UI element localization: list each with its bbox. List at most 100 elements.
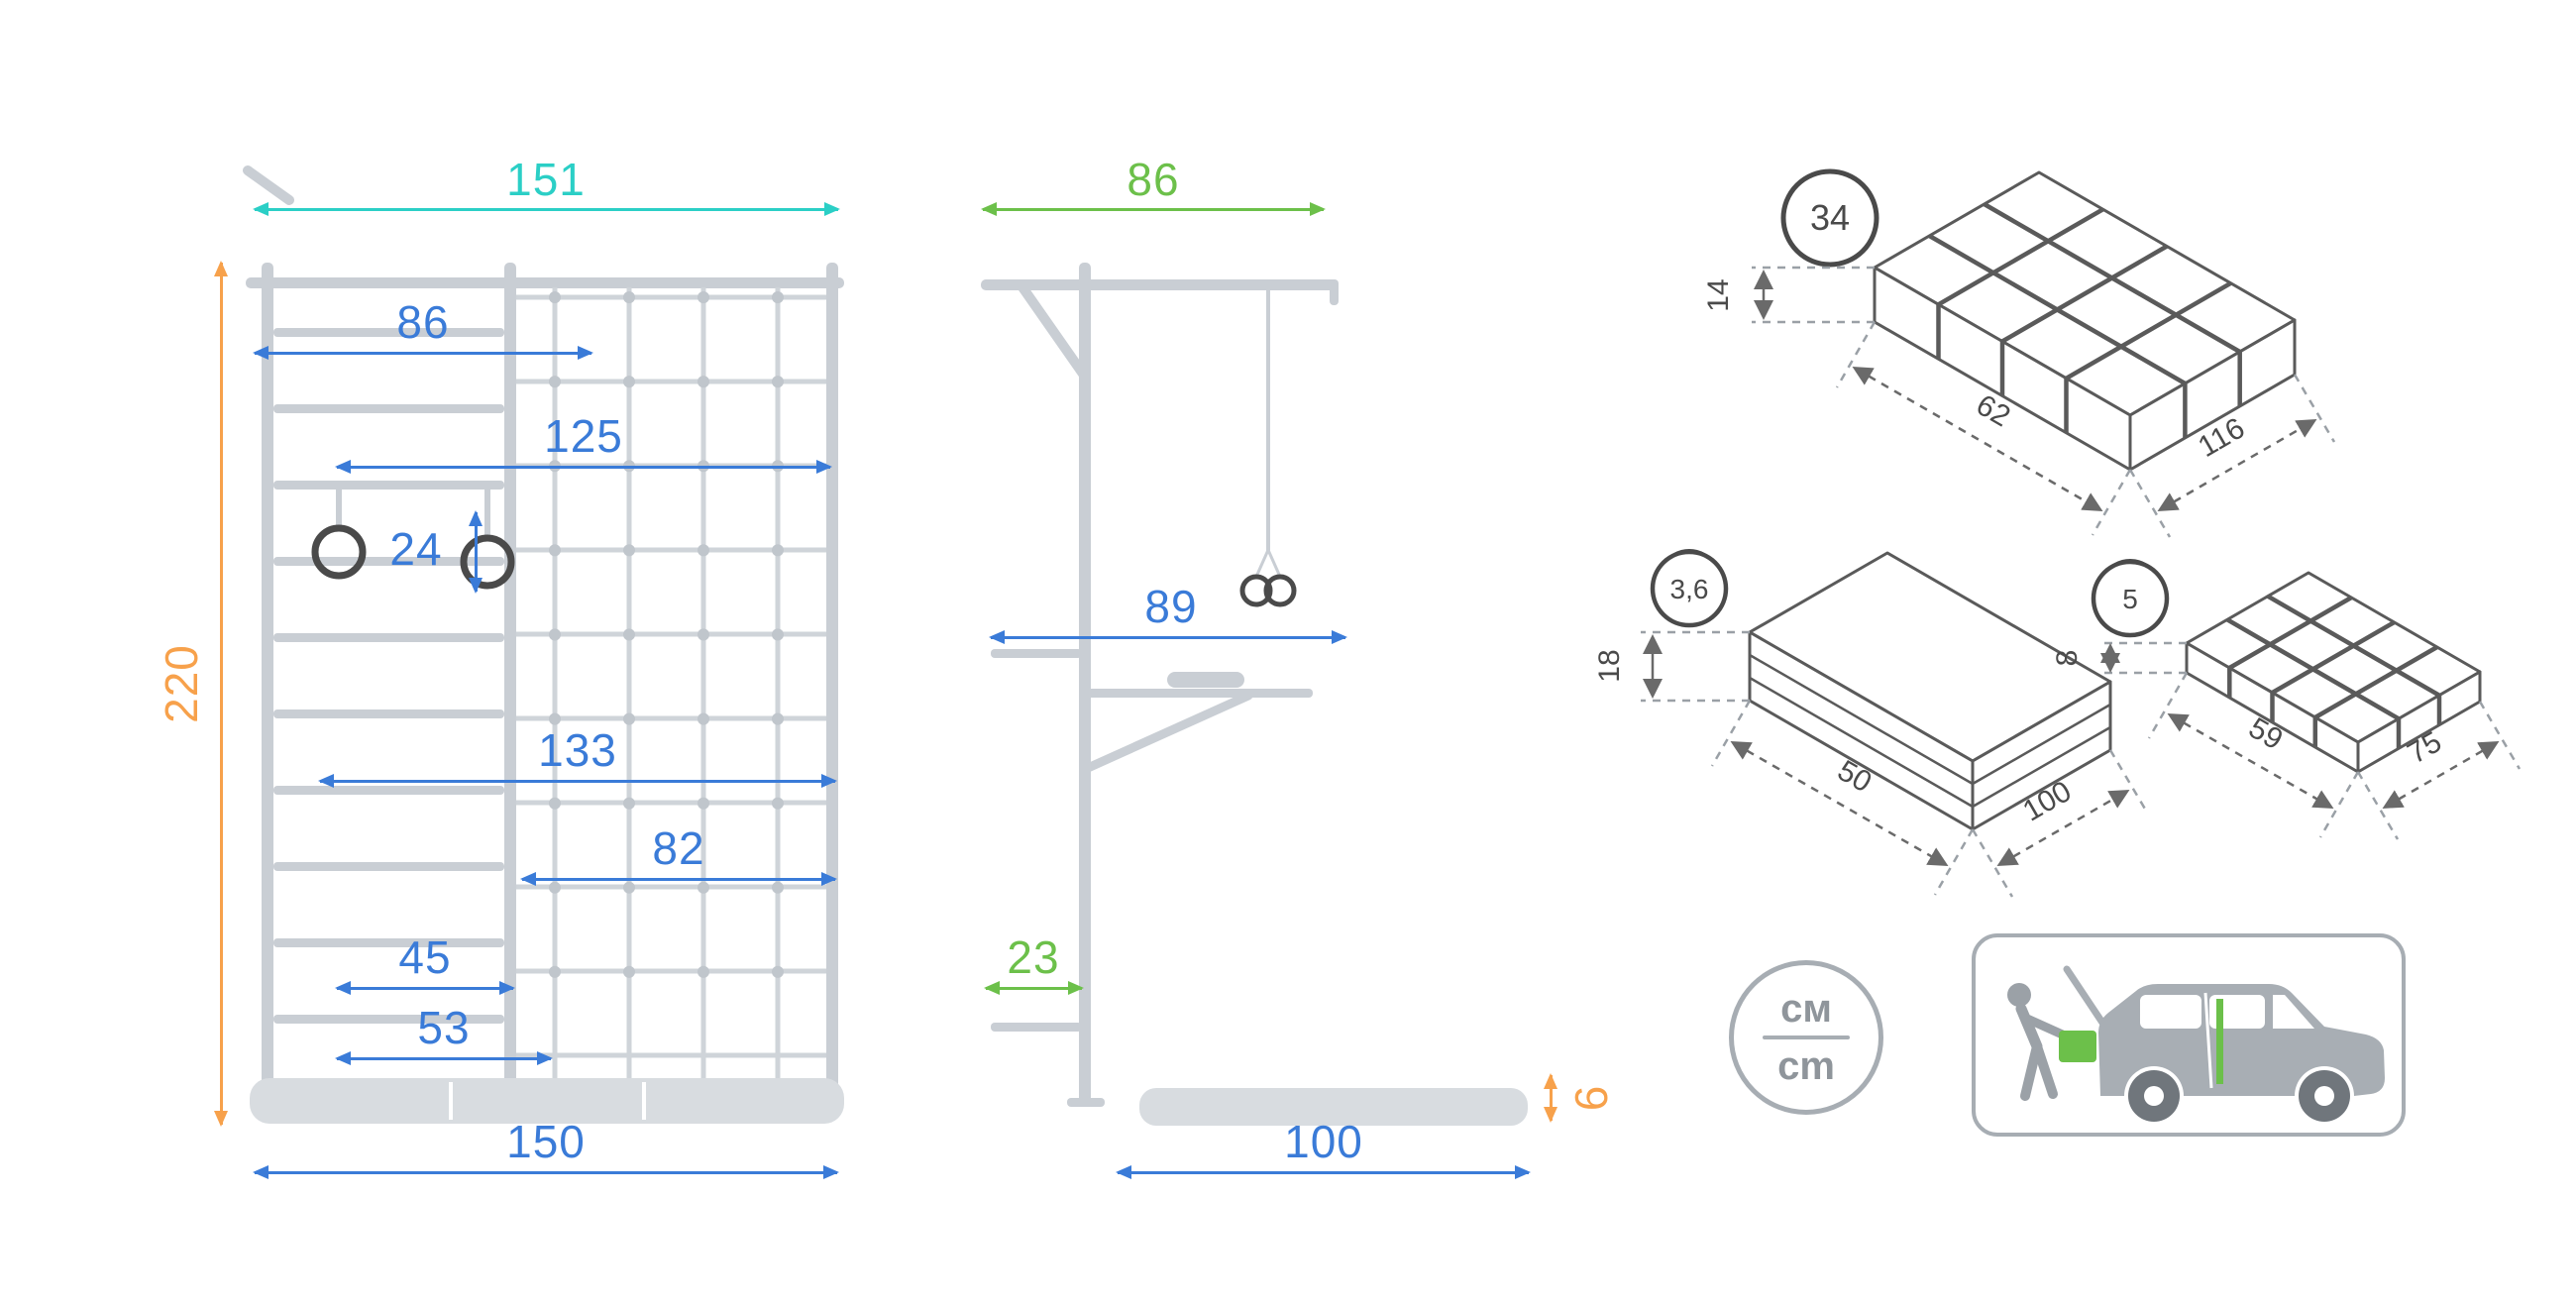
dim-label-rung-width: 45 bbox=[398, 931, 452, 983]
product-inside-car bbox=[2216, 999, 2223, 1084]
gym-ring-icon bbox=[460, 534, 515, 590]
ladder-rung bbox=[273, 709, 504, 718]
ladder-rung bbox=[273, 862, 504, 871]
top-beam-side bbox=[981, 279, 1338, 290]
dim-label-side-mat-length: 100 bbox=[1284, 1116, 1363, 1167]
car-icon bbox=[2098, 984, 2385, 1122]
package-mats-diagram: 3,6 18 50 100 bbox=[1593, 549, 2148, 898]
dim-label-mat-width: 150 bbox=[506, 1116, 586, 1167]
dim-arrow-side-top-depth bbox=[981, 202, 1326, 216]
dim-label-front-total-height: 220 bbox=[156, 644, 207, 723]
dim-label-side-top-depth: 86 bbox=[1127, 154, 1180, 205]
dim-arrow-front-total-width bbox=[253, 202, 840, 216]
dim-arrow-mat-thickness bbox=[1544, 1073, 1557, 1123]
package-straps bbox=[2225, 594, 2442, 749]
kettlebell-ball bbox=[1780, 168, 1879, 268]
dim-label-front-inner-width: 125 bbox=[544, 410, 623, 462]
dim-arrow-rings-diameter bbox=[469, 510, 483, 594]
seat-bar bbox=[1085, 689, 1313, 698]
ladder-rung bbox=[273, 1015, 504, 1024]
badge-divider bbox=[1763, 1036, 1850, 1039]
top-beam bbox=[246, 277, 844, 288]
floor-mat bbox=[250, 1078, 844, 1124]
cm-units-badge: см cm bbox=[1729, 960, 1883, 1115]
clamp bbox=[1077, 276, 1093, 292]
foot bbox=[1067, 1098, 1105, 1107]
floor-mat-front bbox=[250, 1078, 844, 1124]
dim-label-front-ladder-width: 86 bbox=[396, 296, 450, 348]
dim-label-front-total-width: 151 bbox=[506, 154, 586, 205]
seat-cushion bbox=[1167, 672, 1244, 688]
floor-mat-side bbox=[1139, 1088, 1528, 1126]
ladder-rung bbox=[273, 633, 504, 642]
package-height: 14 bbox=[1702, 278, 1735, 311]
dim-label-rings-diameter: 24 bbox=[389, 523, 443, 575]
top-bracket bbox=[243, 165, 294, 205]
dim-arrow-front-total-height bbox=[214, 261, 228, 1127]
ladder-rung bbox=[273, 481, 504, 490]
dim-label-base-width: 53 bbox=[417, 1002, 471, 1053]
ladder-rung bbox=[273, 328, 504, 337]
fits-in-car-panel bbox=[1972, 933, 2406, 1137]
diagonal-brace bbox=[1016, 279, 1090, 382]
dim-arrow-mat-width bbox=[253, 1165, 839, 1179]
person-icon bbox=[2007, 983, 2072, 1101]
ladder-rung bbox=[273, 786, 504, 795]
middle-rail bbox=[504, 263, 516, 1095]
dim-label-seat-depth: 89 bbox=[1144, 581, 1198, 632]
ladder-rungs bbox=[273, 328, 504, 1024]
dim-label-mat-thickness: 6 bbox=[1565, 1084, 1617, 1112]
dim-arrow-bracket-depth bbox=[984, 981, 1084, 995]
beam-hook bbox=[1330, 279, 1339, 305]
clamp bbox=[260, 275, 275, 291]
package-weight: 34 bbox=[1810, 197, 1850, 238]
clamp bbox=[824, 275, 840, 291]
climbing-net bbox=[516, 287, 826, 1090]
kettlebell-icon: 34 bbox=[1780, 168, 1879, 268]
package-weight: 3,6 bbox=[1670, 574, 1709, 604]
gym-ring-icon bbox=[1239, 574, 1273, 607]
dim-arrow-front-ladder-width bbox=[253, 346, 593, 360]
side-frame bbox=[981, 263, 1528, 1126]
dim-arrow-net-width bbox=[520, 872, 837, 886]
fits-in-car-icon bbox=[2007, 965, 2385, 1122]
package-height: 18 bbox=[1593, 649, 1626, 682]
package-flat-diagram: 5 8 bbox=[2051, 559, 2522, 840]
dim-label-front-lower-width: 133 bbox=[538, 724, 617, 776]
wall-bars-frame bbox=[243, 165, 844, 1124]
side-view-drawing bbox=[981, 263, 1528, 1126]
gym-rings bbox=[311, 486, 515, 590]
left-rail bbox=[262, 263, 273, 1095]
door-seam bbox=[2203, 992, 2213, 1089]
dim-arrow-side-mat-length bbox=[1116, 1165, 1531, 1179]
wall-bracket-upper bbox=[991, 649, 1082, 658]
dim-label-net-width: 82 bbox=[652, 822, 705, 874]
right-rail bbox=[826, 263, 838, 1095]
front-view-drawing bbox=[243, 165, 844, 1124]
kettlebell-icon: 3,6 bbox=[1650, 549, 1729, 628]
ladder-rung bbox=[273, 404, 504, 413]
post bbox=[1079, 263, 1091, 1105]
seat-brace bbox=[1083, 691, 1253, 773]
dim-arrow-rung-width bbox=[335, 981, 515, 995]
gym-ring-icon bbox=[1263, 574, 1297, 607]
package-height: 8 bbox=[2051, 650, 2084, 667]
ladder-rung bbox=[273, 938, 504, 947]
dim-label-bracket-depth: 23 bbox=[1007, 931, 1060, 983]
kettlebell-ball bbox=[1650, 549, 1729, 628]
windshield bbox=[2273, 995, 2314, 1029]
package-large-diagram: 34 14 bbox=[1702, 168, 2336, 538]
clamp bbox=[502, 275, 518, 291]
kettlebell-ball bbox=[2091, 559, 2170, 638]
open-hatch bbox=[2063, 965, 2106, 1027]
package-box-icon bbox=[2059, 1031, 2096, 1062]
unit-latin: cm bbox=[1777, 1044, 1835, 1088]
package-weight: 5 bbox=[2122, 584, 2138, 614]
kettlebell-icon: 5 bbox=[2091, 559, 2170, 638]
dim-arrow-front-lower-width bbox=[318, 774, 837, 788]
ring-strap bbox=[1254, 548, 1270, 579]
rear-window bbox=[2140, 995, 2201, 1029]
ring-strap bbox=[1266, 548, 1282, 579]
wall-bracket-lower bbox=[991, 1023, 1082, 1032]
dim-arrow-seat-depth bbox=[989, 630, 1347, 644]
